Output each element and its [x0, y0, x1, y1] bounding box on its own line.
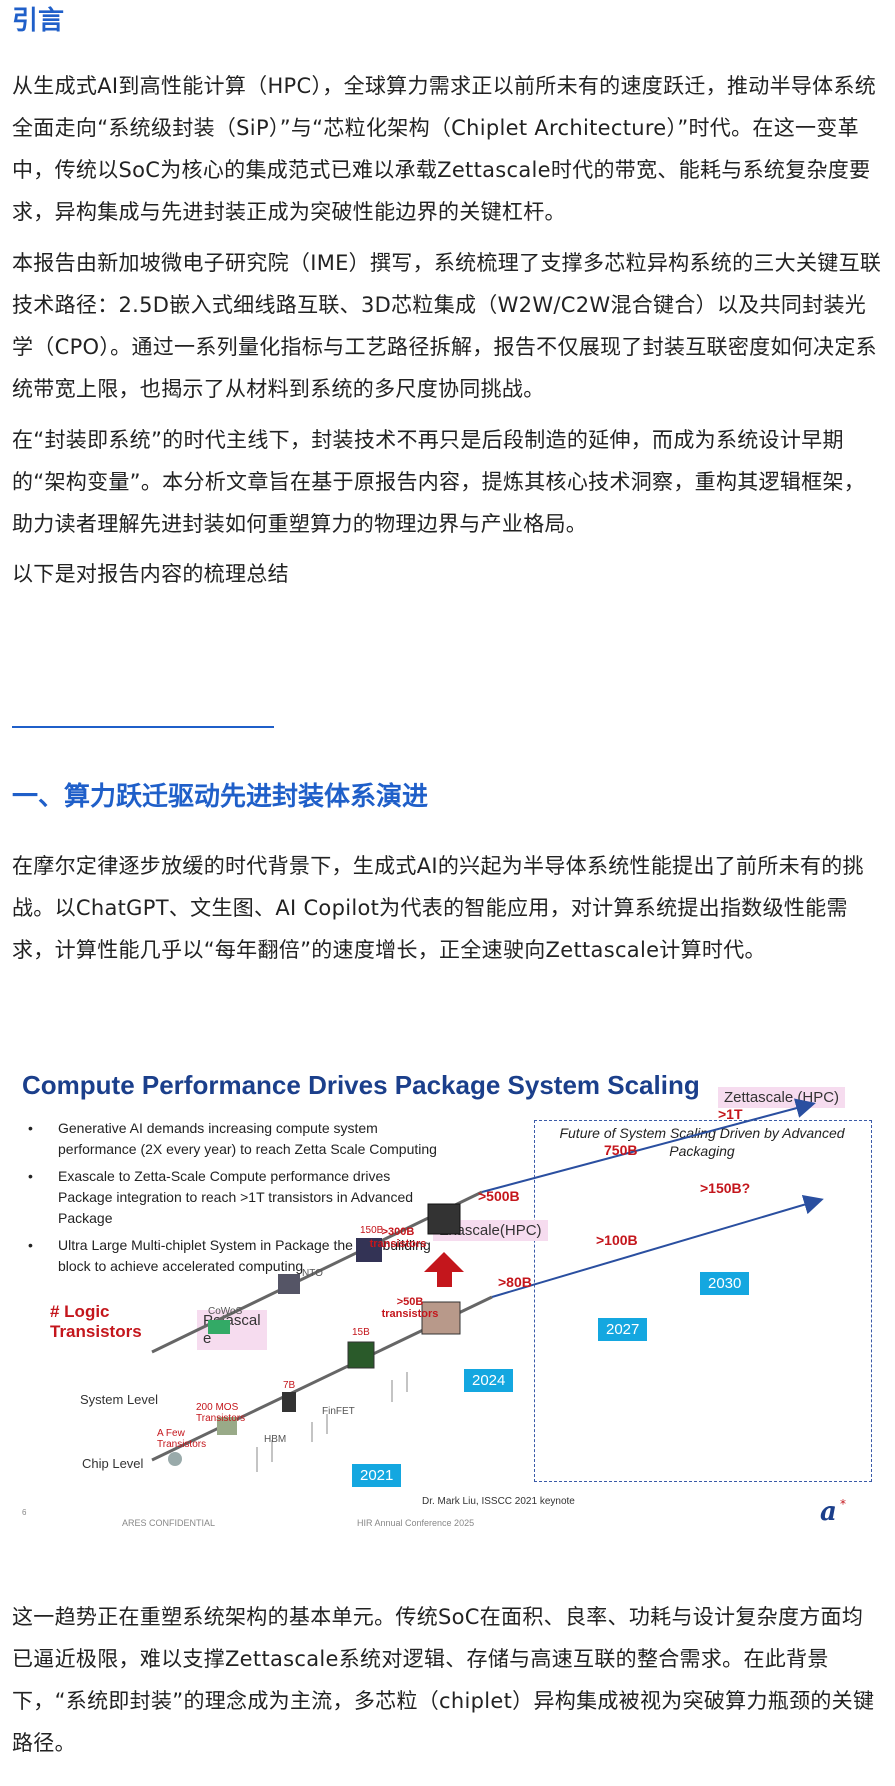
red-up-arrow-icon	[424, 1252, 464, 1287]
chip-icon	[217, 1417, 237, 1435]
chip-level-label: Chip Level	[82, 1456, 144, 1471]
chip-icon	[168, 1452, 182, 1466]
chip-icon	[347, 1341, 375, 1369]
intro-paragraph-1: 从生成式AI到高性能计算（HPC），全球算力需求正以前所未有的速度跃迁，推动半导…	[12, 74, 877, 224]
chip-icon	[278, 1274, 300, 1294]
small-label: NTO	[302, 1268, 323, 1279]
figure-page-number: 6	[22, 1508, 27, 1517]
small-label: A Few Transistors	[157, 1428, 207, 1450]
divider	[12, 726, 274, 728]
chip-icon	[427, 1203, 461, 1235]
value-150b: >150B?	[700, 1180, 751, 1196]
figure-bullets: Generative AI demands increasing compute…	[18, 1118, 438, 1283]
value-1t: >1T	[718, 1106, 743, 1122]
small-label: 7B	[283, 1380, 296, 1391]
chip-icon	[282, 1392, 296, 1412]
section1-paragraph: 在摩尔定律逐步放缓的时代背景下，生成式AI的兴起为半导体系统性能提出了前所未有的…	[12, 854, 864, 962]
value-80b: >80B	[498, 1274, 532, 1290]
intro-heading: 引言	[12, 6, 65, 36]
small-label: CoWoS	[208, 1306, 243, 1317]
intro-paragraph-2: 本报告由新加坡微电子研究院（IME）撰写，系统梳理了支撑多芯粒异构系统的三大关键…	[12, 251, 882, 401]
chip-icon	[421, 1301, 461, 1335]
chip-icon	[356, 1238, 382, 1262]
chip-icon	[208, 1320, 230, 1334]
exascale-tag: Exascale(HPC)	[433, 1220, 548, 1241]
svg-text:*: *	[840, 1497, 846, 1511]
figure-bullet: Generative AI demands increasing compute…	[18, 1118, 438, 1160]
figure-title: Compute Performance Drives Package Syste…	[22, 1070, 700, 1100]
figure-compute-scaling: Compute Performance Drives Package Syste…	[12, 1062, 880, 1550]
value-750b: 750B	[604, 1142, 638, 1158]
figure-footer-left: ARES CONFIDENTIAL	[122, 1518, 216, 1528]
value-100b: >100B	[596, 1232, 638, 1248]
system-level-label: System Level	[80, 1392, 159, 1407]
closing-paragraph: 这一趋势正在重塑系统架构的基本单元。传统SoC在面积、良率、功耗与设计复杂度方面…	[12, 1605, 875, 1755]
small-label: 15B	[352, 1327, 370, 1338]
label-300b: >300B transistors	[369, 1226, 427, 1250]
figure-bullet: Exascale to Zetta-Scale Compute performa…	[18, 1166, 438, 1229]
logic-transistors-label: # Logic Transistors	[50, 1302, 142, 1341]
year-2030: 2030	[700, 1272, 750, 1295]
brand-logo-icon: a *	[820, 1497, 846, 1526]
svg-text:a: a	[820, 1497, 837, 1526]
small-label: HBM	[264, 1434, 287, 1445]
lower-future-arrow	[491, 1194, 824, 1298]
figure-bullet: Ultra Large Multi-chiplet System in Pack…	[18, 1235, 438, 1277]
summary-line: 以下是对报告内容的梳理总结	[12, 562, 289, 586]
small-label: FinFET	[322, 1406, 355, 1417]
year-2027: 2027	[598, 1318, 648, 1341]
small-label: 200 MOS Transistors	[196, 1402, 246, 1424]
year-2021: 2021	[352, 1464, 402, 1487]
figure-footer-mid: HIR Annual Conference 2025	[357, 1518, 475, 1528]
figure-credit: Dr. Mark Liu, ISSCC 2021 keynote	[422, 1496, 575, 1507]
system-level-line	[151, 1190, 483, 1354]
upper-future-arrow	[481, 1098, 816, 1193]
year-2024: 2024	[464, 1369, 514, 1392]
intro-paragraph-3: 在“封装即系统”的时代主线下，封装技术不再只是后段制造的延伸，而成为系统设计早期…	[12, 428, 866, 536]
future-scaling-box	[534, 1120, 872, 1482]
small-label: 150B	[360, 1225, 384, 1236]
section1-heading: 一、算力跃迁驱动先进封装体系演进	[12, 782, 429, 812]
value-500b: >500B	[478, 1188, 520, 1204]
label-50b: >50B transistors	[381, 1296, 439, 1320]
scaling-diagram	[151, 1098, 824, 1472]
